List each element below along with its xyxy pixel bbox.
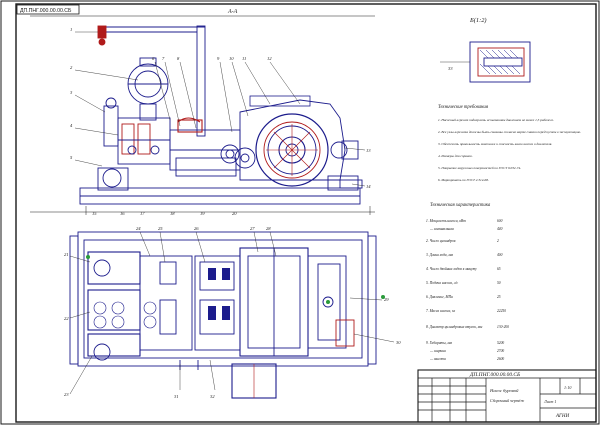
technical-notes: Технические требования 1. Насосный агрег…	[438, 105, 581, 182]
svg-text:30: 30	[396, 340, 401, 345]
drawing-sheet-number: Лист 1	[543, 399, 556, 404]
detail-label: Б(1:2)	[469, 17, 487, 24]
main-gear	[255, 113, 329, 187]
svg-text:5: 5	[70, 155, 73, 160]
svg-text:13: 13	[366, 148, 371, 153]
spec-label: 3. Длина хода, мм	[426, 253, 454, 258]
note-item: 2. Все узлы агрегата должны быть смазаны…	[438, 130, 581, 134]
discharge-riser	[196, 25, 206, 137]
svg-text:24: 24	[136, 226, 141, 231]
svg-text:27: 27	[250, 226, 255, 231]
svg-text:32: 32	[210, 394, 215, 399]
svg-text:7: 7	[162, 56, 165, 61]
organization: АГНИ	[555, 414, 570, 419]
svg-text:1: 1	[70, 27, 72, 32]
notes-title: Технические требования	[438, 105, 489, 110]
spec-value: 25	[497, 295, 501, 299]
title-block	[417, 369, 597, 423]
drawing-name: Насос буровой	[489, 388, 519, 393]
stamp-text: ДП.ПНГ.000.00.00.СБ	[20, 8, 72, 14]
svg-text:18: 18	[170, 211, 175, 216]
svg-text:23: 23	[64, 392, 69, 397]
spec-label: 1. Мощность насоса, кВт	[426, 219, 466, 224]
svg-text:28: 28	[266, 226, 271, 231]
spec-label: — ширина	[429, 349, 446, 353]
specifications: Техническая характеристика 1. Мощность н…	[426, 203, 509, 361]
spec-value: 65	[497, 267, 501, 271]
note-item: 6. Маркировать по ГОСТ 2.314-68.	[438, 178, 489, 182]
svg-text:10: 10	[229, 56, 234, 61]
spec-value: 130-200	[497, 325, 509, 329]
spec-label: 8. Диаметр цилиндровых втулок, мм	[426, 325, 483, 330]
svg-text:16: 16	[120, 211, 125, 216]
spec-value: 5200	[497, 341, 504, 345]
top-left-stamp: ДП.ПНГ.000.00.00.СБ	[16, 4, 80, 15]
svg-text:3: 3	[70, 90, 73, 95]
spec-value: 50	[497, 281, 501, 285]
drawing-type: Сборочный чертёж	[490, 398, 524, 403]
drawing-scale: 1:10	[564, 385, 571, 390]
plan-view	[69, 231, 395, 399]
svg-text:26: 26	[194, 226, 199, 231]
spec-value: 440	[497, 227, 503, 231]
spec-value: 600	[497, 219, 503, 223]
svg-text:8: 8	[177, 56, 180, 61]
section-view	[30, 15, 375, 215]
drawing-code: ДП.ПНГ.000.00.00.СБ	[469, 372, 521, 378]
svg-text:29: 29	[384, 297, 389, 302]
svg-text:9: 9	[217, 56, 220, 61]
spec-label: — номинальная	[429, 227, 454, 231]
note-item: 5. Покрытие наружных поверхностей по ГОС…	[438, 165, 521, 170]
spec-label: 7. Масса насоса, кг	[426, 309, 456, 314]
pinion-shaft	[234, 147, 256, 169]
spec-label: — высота	[429, 357, 446, 361]
svg-text:11: 11	[242, 56, 246, 61]
svg-text:17: 17	[140, 211, 145, 216]
svg-text:14: 14	[366, 184, 371, 189]
gauge-column	[103, 105, 119, 147]
note-item: 3. Обеспечить правильность монтажа и соо…	[438, 142, 552, 146]
spec-value: 22250	[497, 309, 506, 313]
title-block-text: ДП.ПНГ.000.00.00.СБ Насос буровой Сбороч…	[469, 372, 571, 419]
svg-text:25: 25	[158, 226, 163, 231]
note-item: 4. Размеры для справок.	[438, 154, 473, 158]
svg-text:4: 4	[70, 123, 73, 128]
spec-label: 9. Габариты, мм	[426, 341, 453, 346]
svg-text:12: 12	[267, 56, 272, 61]
section-label: А-А	[227, 9, 238, 15]
svg-text:19: 19	[200, 211, 205, 216]
skid-left-foot	[97, 167, 129, 191]
svg-text:15: 15	[92, 211, 97, 216]
specs-title: Техническая характеристика	[430, 203, 491, 208]
detail-view	[440, 41, 531, 83]
spec-value: 2600	[497, 357, 504, 361]
hydraulic-block	[117, 117, 171, 165]
svg-text:21: 21	[64, 252, 69, 257]
spec-label: 6. Давление, МПа	[426, 295, 453, 300]
plan-view-callouts: 21 22 23 24 25 26 27 28 29 30 31 32	[64, 226, 401, 399]
spec-label: 5. Подача насоса, л/с	[426, 281, 458, 286]
note-item: 1. Насосный агрегат подвергать испытания…	[438, 117, 554, 123]
svg-text:2: 2	[70, 65, 73, 70]
power-end-housing	[239, 99, 346, 181]
spec-label: 4. Число двойных ходов в минуту	[426, 266, 477, 271]
svg-text:6: 6	[152, 56, 155, 61]
spec-value: 2700	[497, 349, 504, 353]
spec-label: 2. Число цилиндров	[426, 239, 456, 243]
svg-text:22: 22	[64, 316, 69, 321]
detail-callout: 33	[448, 66, 453, 71]
inner-frame	[15, 3, 597, 423]
svg-text:31: 31	[174, 394, 179, 399]
svg-text:20: 20	[232, 211, 237, 216]
spec-value: 400	[497, 253, 503, 257]
spec-value: 2	[497, 239, 499, 243]
